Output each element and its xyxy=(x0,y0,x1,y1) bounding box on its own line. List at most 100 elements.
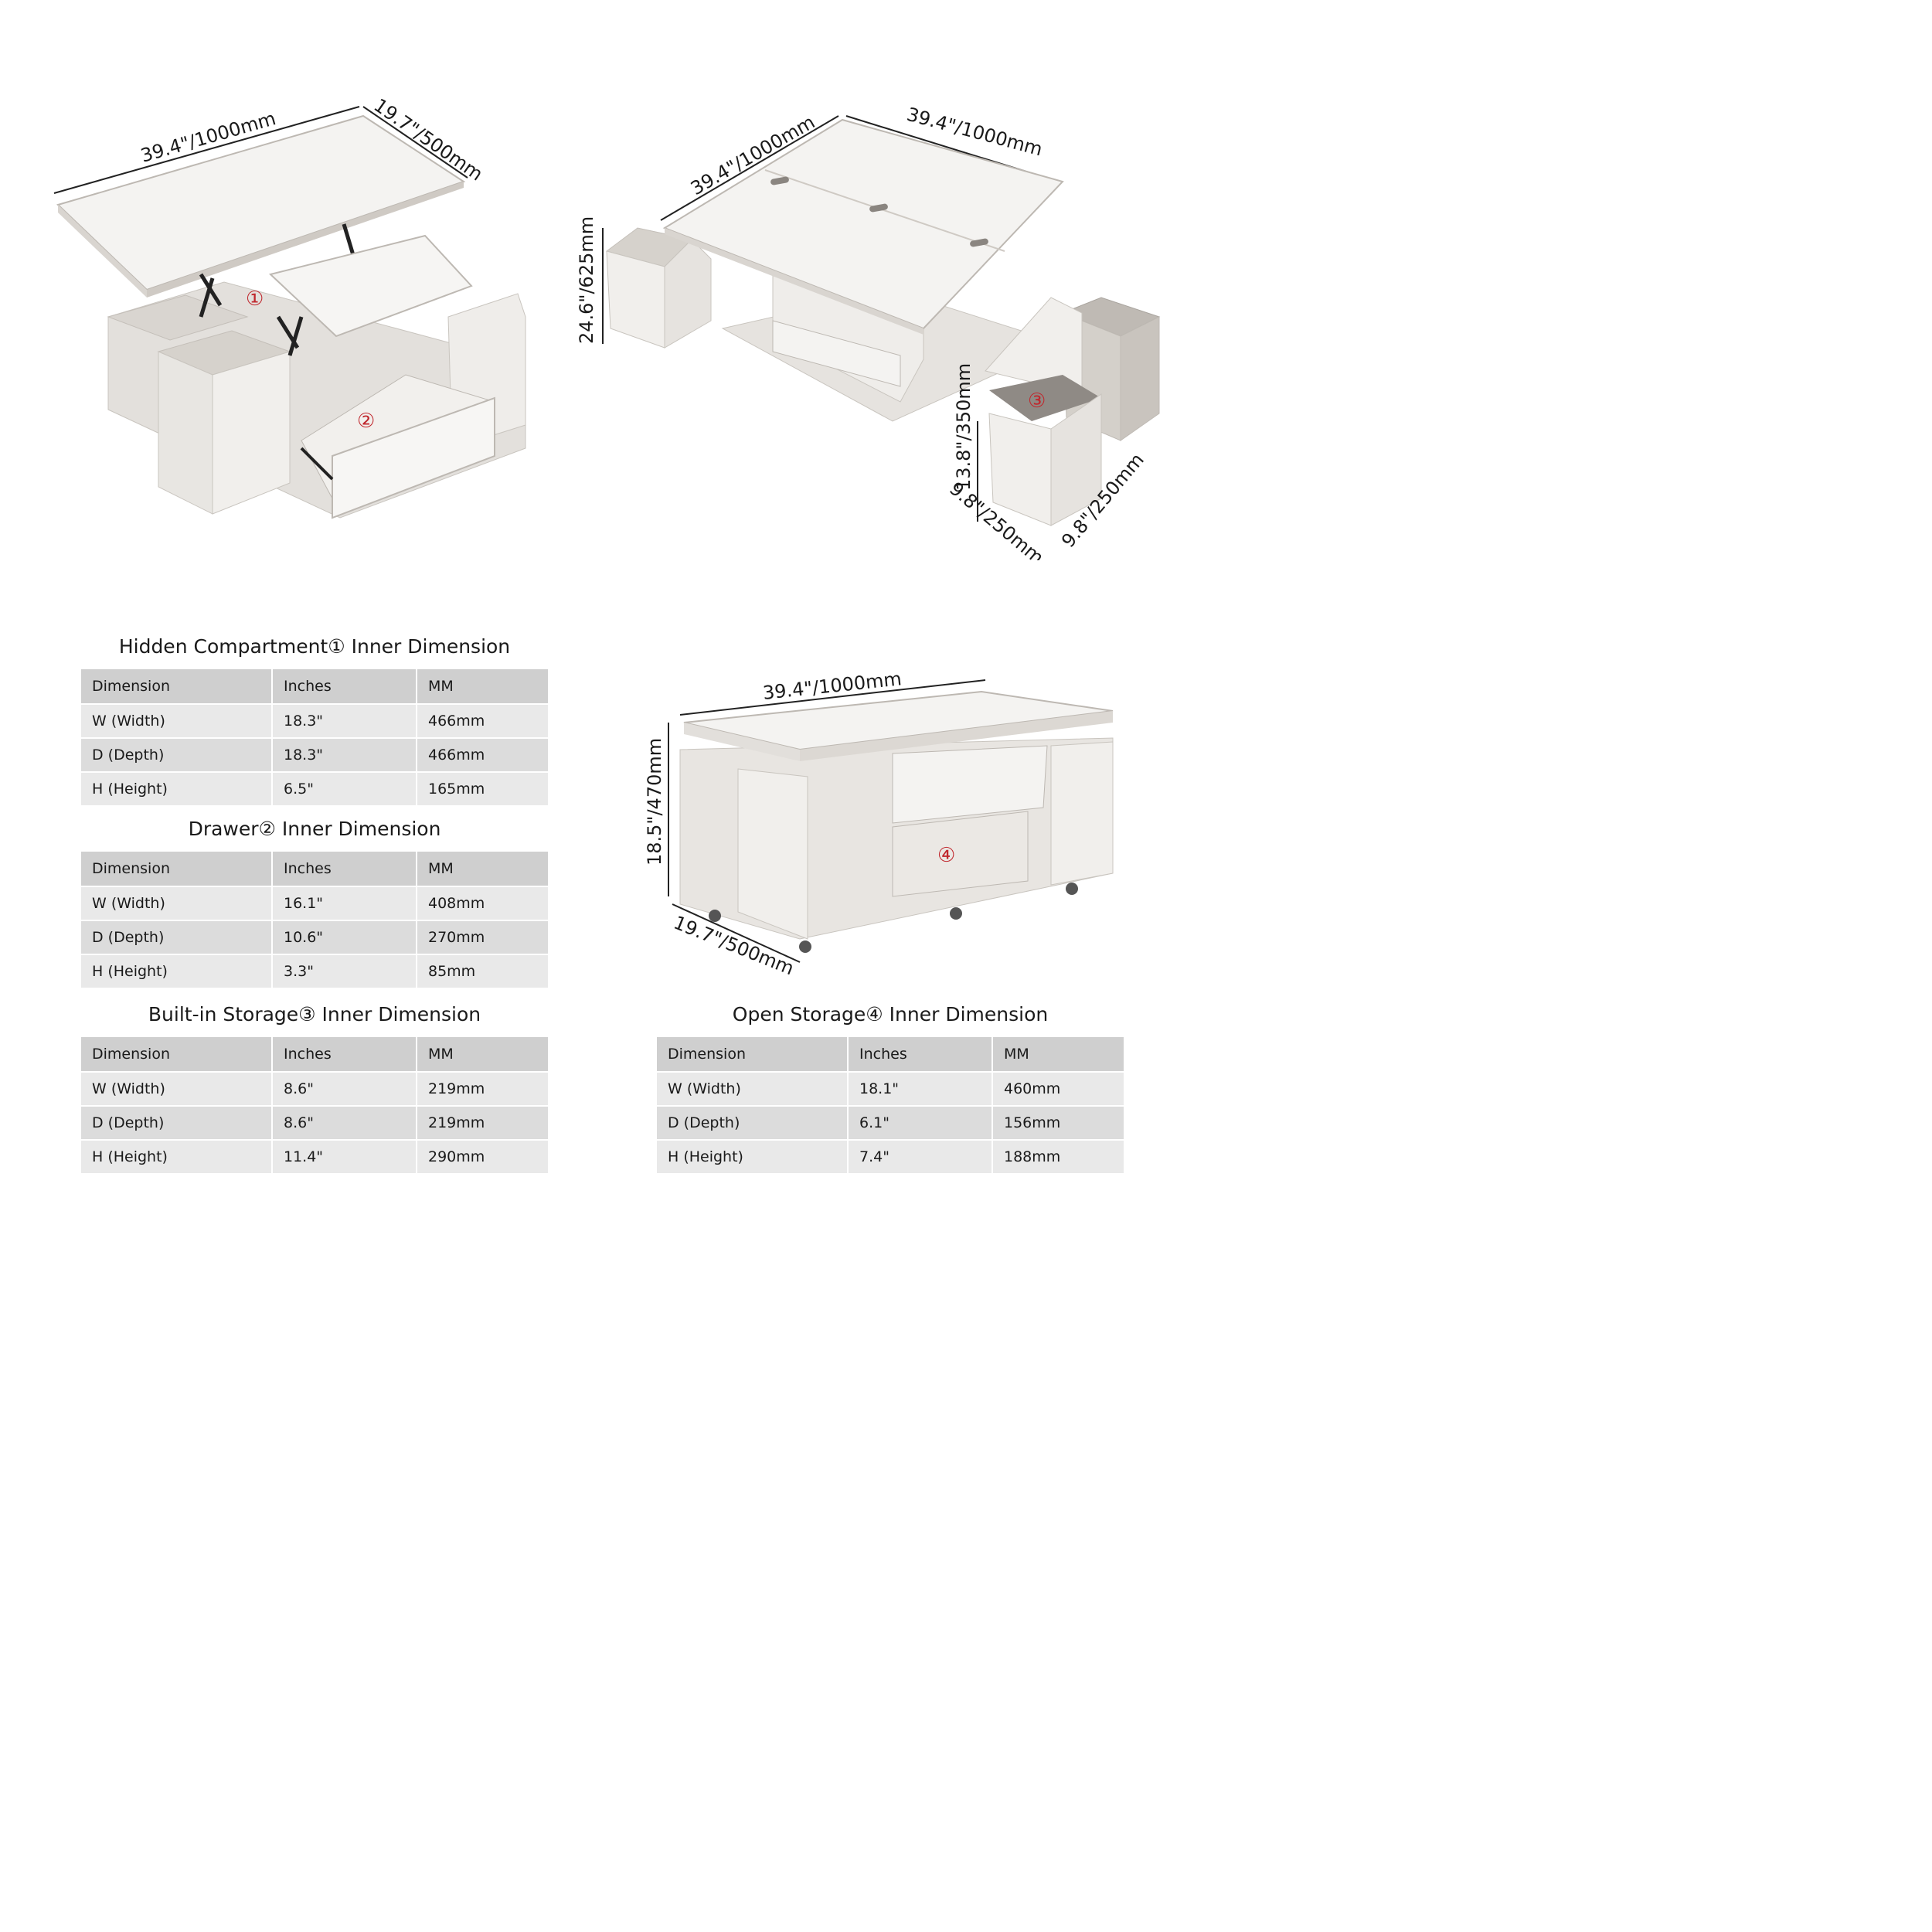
table-row: H (Height)7.4"188mm xyxy=(655,1139,1125,1175)
lift-arm xyxy=(287,316,304,356)
lift-top-edge xyxy=(58,205,147,298)
cell-mm: 219mm xyxy=(416,1071,549,1107)
cell-inches: 10.6" xyxy=(271,920,417,955)
table-row: D (Depth)18.3"466mm xyxy=(80,737,549,773)
width-dimension-line xyxy=(53,106,360,194)
cell-inches: 18.1" xyxy=(847,1071,993,1107)
cell-inches: 6.5" xyxy=(271,771,417,807)
cell-dimension: H (Height) xyxy=(655,1139,849,1175)
cell-dimension: D (Depth) xyxy=(80,920,273,955)
fold-seam xyxy=(764,169,1005,252)
lift-top-edge-front xyxy=(147,182,464,298)
cell-dimension: D (Depth) xyxy=(80,1105,273,1141)
header-dimension: Dimension xyxy=(80,1036,273,1073)
marker-2: ② xyxy=(357,410,375,433)
cell-inches: 6.1" xyxy=(847,1105,993,1141)
table-top-edge-front xyxy=(800,711,1113,761)
storage-stool-side xyxy=(1050,393,1102,526)
cell-dimension: H (Height) xyxy=(80,771,273,807)
cell-inches: 11.4" xyxy=(271,1139,417,1175)
center-drawer xyxy=(772,320,901,387)
caster-wheel xyxy=(950,907,962,920)
table-row: W (Width)16.1"408mm xyxy=(80,886,549,921)
expanded-table-diagram: 39.4"/1000mm 39.4"/1000mm 24.6"/625mm ③ … xyxy=(576,104,1161,560)
depth-dimension-line xyxy=(672,903,801,963)
front-drawer xyxy=(892,745,1048,824)
open-storage xyxy=(892,811,1029,897)
table-row: D (Depth)10.6"270mm xyxy=(80,920,549,955)
stool-left-front xyxy=(606,250,665,349)
cell-mm: 188mm xyxy=(992,1139,1125,1175)
stool-height-label: 13.8"/350mm xyxy=(953,363,975,491)
cell-mm: 466mm xyxy=(416,737,549,773)
cell-mm: 290mm xyxy=(416,1139,549,1175)
table-row: D (Depth)6.1"156mm xyxy=(655,1105,1125,1141)
cell-mm: 85mm xyxy=(416,954,549,989)
header-inches: Inches xyxy=(271,850,417,887)
header-mm: MM xyxy=(416,1036,549,1073)
cell-dimension: W (Width) xyxy=(80,703,273,739)
table-title-open-storage: Open Storage④ Inner Dimension xyxy=(732,1003,1049,1026)
cell-mm: 165mm xyxy=(416,771,549,807)
caster-wheel xyxy=(709,910,721,922)
table-row: W (Width)18.1"460mm xyxy=(655,1071,1125,1107)
cell-inches: 7.4" xyxy=(847,1139,993,1175)
cell-mm: 156mm xyxy=(992,1105,1125,1141)
stool-left-back xyxy=(107,294,249,341)
cell-inches: 18.3" xyxy=(271,703,417,739)
marker-1: ① xyxy=(246,287,264,311)
width-dimension-line xyxy=(679,679,986,716)
storage-stool-front xyxy=(988,413,1052,526)
cell-mm: 219mm xyxy=(416,1105,549,1141)
lift-arm xyxy=(199,277,215,318)
table-top-edge xyxy=(684,723,800,761)
cell-inches: 18.3" xyxy=(271,737,417,773)
table-title-hidden-compartment: Hidden Compartment① Inner Dimension xyxy=(118,635,511,658)
stool-left-face xyxy=(212,351,291,515)
lift-top-diagram: 39.4"/1000mm 19.7"/500mm ① ② xyxy=(53,94,526,519)
header-mm: MM xyxy=(416,668,549,705)
table-title-drawer: Drawer② Inner Dimension xyxy=(188,818,441,840)
cell-mm: 270mm xyxy=(416,920,549,955)
width-dimension-line xyxy=(660,115,839,221)
handle-slot xyxy=(869,203,888,213)
closed-table-diagram: 39.4"/1000mm 18.5"/470mm 19.7"/500mm ④ xyxy=(644,668,1114,979)
header-inches: Inches xyxy=(271,668,417,705)
cell-inches: 8.6" xyxy=(271,1105,417,1141)
expanded-top-edge xyxy=(665,228,923,335)
table-row: H (Height)6.5"165mm xyxy=(80,771,549,807)
hidden-compartment-lid xyxy=(268,234,473,338)
cell-inches: 8.6" xyxy=(271,1071,417,1107)
storage-stool-inside xyxy=(989,375,1101,421)
depth-dimension-line xyxy=(362,106,468,179)
marker-4: ④ xyxy=(937,844,955,867)
height-label: 24.6"/625mm xyxy=(576,216,597,344)
header-dimension: Dimension xyxy=(80,850,273,887)
cell-inches: 3.3" xyxy=(271,954,417,989)
header-mm: MM xyxy=(992,1036,1125,1073)
stool-right-side xyxy=(1120,316,1160,441)
cell-dimension: D (Depth) xyxy=(80,737,273,773)
cell-mm: 460mm xyxy=(992,1071,1125,1107)
table-row: W (Width)18.3"466mm xyxy=(80,703,549,739)
caster-wheel xyxy=(799,940,811,953)
header-mm: MM xyxy=(416,850,549,887)
stool-left-side xyxy=(158,351,213,515)
drawer-runner xyxy=(300,447,334,481)
cell-dimension: W (Width) xyxy=(80,1071,273,1107)
cell-dimension: W (Width) xyxy=(80,886,273,921)
drawer-front xyxy=(332,396,495,519)
table-row: H (Height)11.4"290mm xyxy=(80,1139,549,1175)
table-title-built-in-storage: Built-in Storage③ Inner Dimension xyxy=(148,1003,481,1026)
header-dimension: Dimension xyxy=(80,668,273,705)
header-inches: Inches xyxy=(847,1036,993,1073)
handle-slot xyxy=(970,238,988,247)
caster-wheel xyxy=(1066,883,1078,895)
handle-slot xyxy=(770,176,789,185)
cell-dimension: H (Height) xyxy=(80,1139,273,1175)
cell-mm: 408mm xyxy=(416,886,549,921)
